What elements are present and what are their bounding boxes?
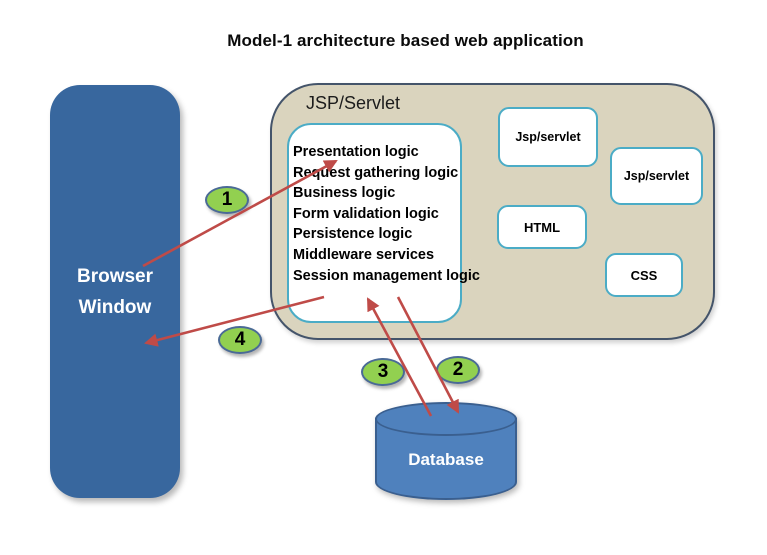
jsp-servlet-box-1: Jsp/servlet bbox=[498, 107, 598, 167]
browser-window-node: Browser Window bbox=[50, 85, 180, 498]
browser-window-label-line2: Window bbox=[78, 296, 152, 318]
browser-window-label-line1: Browser bbox=[76, 265, 154, 287]
browser-window-label: Browser Window bbox=[50, 85, 180, 498]
logic-item: Request gathering logic bbox=[293, 164, 459, 181]
logic-item: Persistence logic bbox=[293, 226, 413, 243]
logic-item: Form validation logic bbox=[293, 205, 439, 222]
logic-item: Middleware services bbox=[293, 246, 435, 263]
database-label: Database bbox=[408, 450, 484, 469]
jsp-servlet-box-2: Jsp/servlet bbox=[610, 147, 703, 205]
logic-box: Presentation logic Request gathering log… bbox=[287, 123, 480, 323]
logic-item: Session management logic bbox=[293, 267, 480, 284]
step-badge-3: 3 bbox=[361, 358, 405, 386]
step-badge-2: 2 bbox=[436, 356, 480, 384]
step-badge-4: 4 bbox=[218, 326, 262, 354]
step-badge-1: 1 bbox=[205, 186, 249, 214]
css-box: CSS bbox=[605, 253, 683, 297]
html-box: HTML bbox=[497, 205, 587, 249]
logic-item: Business logic bbox=[293, 185, 396, 202]
database-node: Database bbox=[375, 402, 517, 500]
logic-item: Presentation logic bbox=[293, 144, 419, 160]
diagram-title: Model-1 architecture based web applicati… bbox=[227, 31, 584, 50]
database-cylinder-top bbox=[375, 402, 517, 436]
jsp-servlet-container-label: JSP/Servlet bbox=[306, 93, 401, 113]
